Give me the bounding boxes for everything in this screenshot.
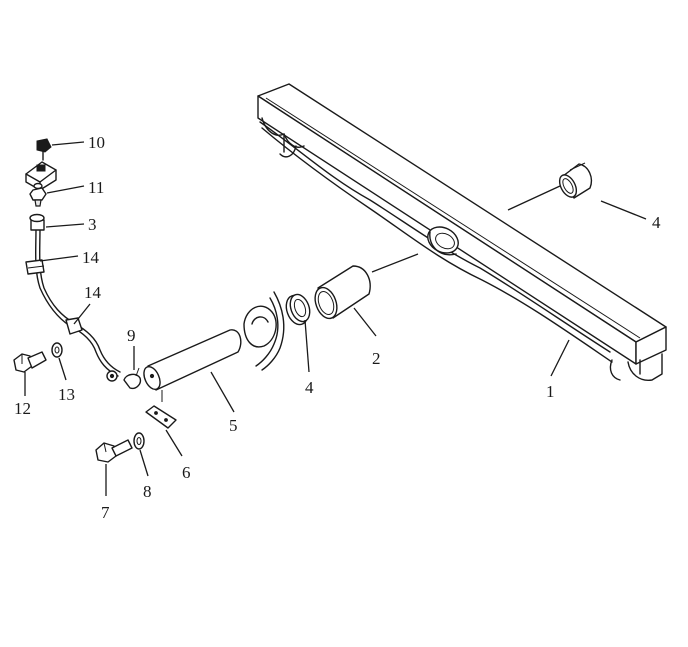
callout-7: 7 xyxy=(101,503,110,522)
fitting-11 xyxy=(29,182,47,207)
seal-cover xyxy=(243,291,285,371)
callout-13: 13 xyxy=(58,385,75,404)
leader-lines xyxy=(24,141,647,496)
leader-5 xyxy=(210,371,235,413)
lock-plate xyxy=(145,405,177,429)
bolt-12 xyxy=(13,351,47,373)
leader-14b xyxy=(73,303,91,325)
axis-line-center xyxy=(371,253,419,273)
callout-2: 2 xyxy=(372,349,381,368)
callout-11: 11 xyxy=(88,178,104,197)
leader-10 xyxy=(51,141,85,146)
leader-2 xyxy=(353,307,377,337)
axis-line-right xyxy=(507,185,561,211)
callout-6: 6 xyxy=(182,463,191,482)
bearing-ring-left xyxy=(285,293,311,326)
callout-10: 10 xyxy=(88,133,105,152)
callout-9: 9 xyxy=(127,326,136,345)
callout-12: 12 xyxy=(14,399,31,418)
leader-6 xyxy=(165,429,183,457)
grease-fitting xyxy=(123,367,142,390)
bolt-7 xyxy=(95,439,133,463)
callout-14b: 14 xyxy=(84,283,102,302)
leader-11 xyxy=(46,185,85,194)
callout-14a: 14 xyxy=(82,248,100,267)
callout-3: 3 xyxy=(88,215,97,234)
washer-8 xyxy=(133,432,145,450)
callout-1: 1 xyxy=(546,382,555,401)
callout-8: 8 xyxy=(143,482,152,501)
leader-14a xyxy=(39,255,79,262)
washer-13 xyxy=(51,342,63,358)
bushing-ring-right xyxy=(558,162,593,199)
equalizer-bar xyxy=(257,83,667,381)
leader-13 xyxy=(58,357,67,381)
tube-clip-lower xyxy=(65,317,83,335)
bolt-10 xyxy=(36,138,52,161)
leader-4-right xyxy=(600,200,647,220)
leader-4-left xyxy=(304,319,310,373)
leader-3 xyxy=(45,223,85,228)
callout-4-left: 4 xyxy=(305,378,314,397)
sleeve xyxy=(314,265,371,320)
leader-8 xyxy=(139,449,149,477)
clamp-block xyxy=(25,161,57,191)
callouts: 1 2 3 4 4 5 6 7 8 9 10 11 12 13 14 14 xyxy=(14,133,661,522)
leader-1 xyxy=(550,339,570,377)
tube-clip-upper xyxy=(25,259,45,275)
pin xyxy=(143,329,242,402)
callout-4-right: 4 xyxy=(652,213,661,232)
callout-5: 5 xyxy=(229,416,238,435)
